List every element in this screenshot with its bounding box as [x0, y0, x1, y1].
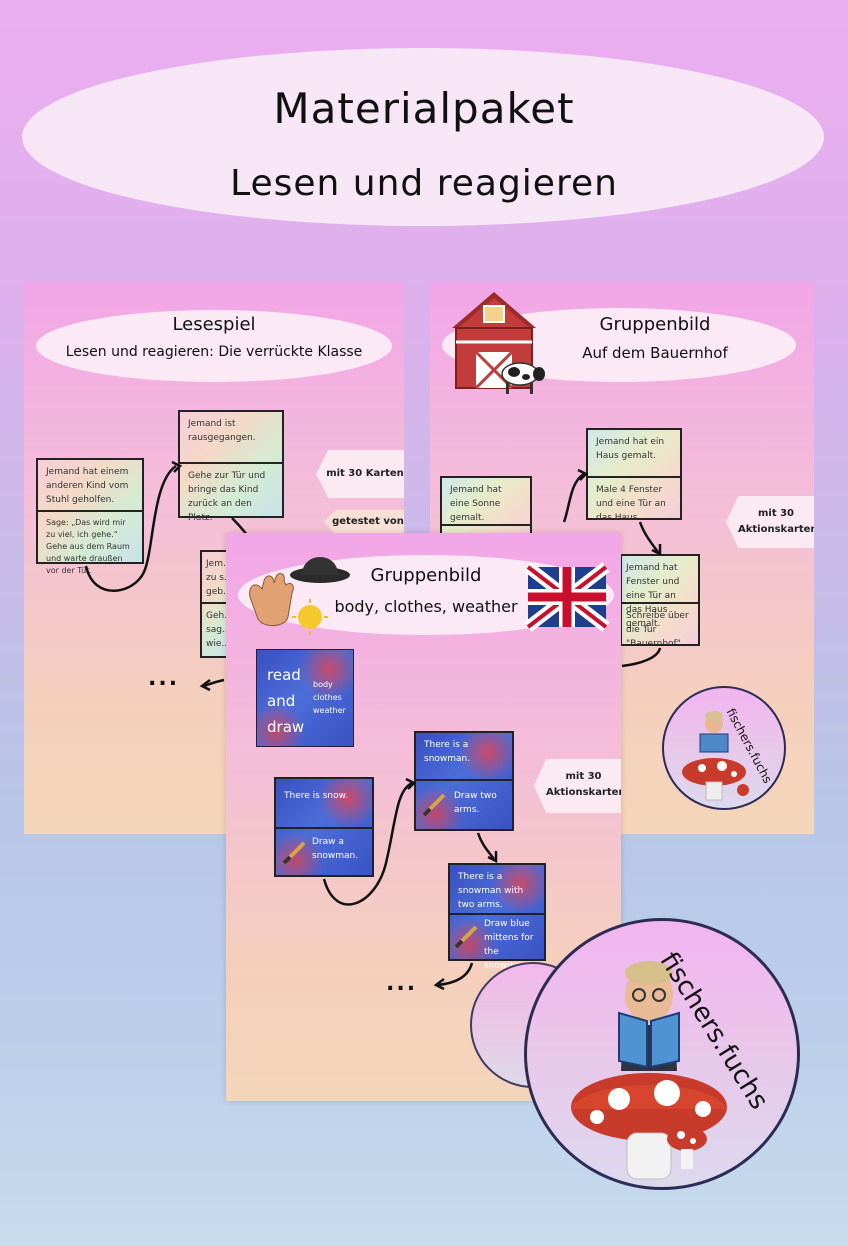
- title-oval: [22, 48, 824, 226]
- reading-card: Jemand hat einem anderen Kind vom Stuhl …: [36, 458, 144, 575]
- card-count-tag: mit 30 Aktionskarten: [534, 759, 621, 813]
- card-action: Sage: „Das wird mir zu viel, ich gehe.“ …: [38, 510, 142, 575]
- page-header-oval: [36, 310, 392, 382]
- page-subtitle: body, clothes, weather: [334, 597, 518, 616]
- card-action: Draw a snowman.: [276, 827, 372, 877]
- brush-icon: [422, 793, 446, 817]
- action-card: There is snow. Draw a snowman.: [274, 777, 374, 877]
- uk-flag-icon: [524, 562, 610, 632]
- hat-hand-sun-icons: [249, 557, 350, 635]
- action-card: Jemand hat Fenster und eine Tür an das H…: [620, 554, 700, 646]
- mushroom-reader-illustration: [571, 961, 727, 1180]
- card-question: Jemand hat ein Haus gemalt.: [596, 437, 665, 461]
- reading-card: Jemand ist rausgegangen. Gehe zur Tür un…: [178, 410, 284, 523]
- page-title: Gruppenbild: [370, 565, 482, 586]
- card-question: Jemand ist rausgegangen.: [188, 419, 256, 443]
- fischers-fuchs-logo: fischers.fuchs: [524, 918, 800, 1190]
- card-question: Jemand hat einem anderen Kind vom Stuhl …: [46, 467, 129, 505]
- mushroom-reader-illustration: [682, 711, 749, 801]
- action-card: There is a snowman with two arms. Draw b…: [448, 863, 546, 971]
- brush-icon: [282, 841, 306, 865]
- card-question: Jemand hat Fenster und eine Tür an das H…: [626, 563, 680, 629]
- page-title: Lesespiel: [172, 314, 256, 335]
- card-action: Geh... sag... wie...: [202, 602, 238, 656]
- arrow-connector: [562, 468, 662, 668]
- card-action: Gehe zur Tür und bringe das Kind zurück …: [180, 462, 282, 523]
- tested-tag: getestet von: [324, 510, 404, 534]
- arrow-connector: [322, 777, 498, 991]
- small-logo-badge: fischers.fuchs: [662, 686, 786, 810]
- card-action: Draw blue mittens for the snowman.: [450, 913, 544, 971]
- card-action: Draw two arms.: [416, 779, 512, 831]
- more-ellipsis: ...: [386, 971, 418, 996]
- page-title: Gruppenbild: [599, 314, 711, 335]
- main-title: Materialpaket: [273, 84, 575, 133]
- main-subtitle: Lesen und reagieren: [230, 163, 618, 204]
- page-subtitle: Auf dem Bauernhof: [582, 344, 728, 362]
- brush-icon: [454, 925, 478, 949]
- card-question: Jemand hat eine Sonne gemalt.: [450, 485, 502, 523]
- more-ellipsis: ...: [148, 666, 180, 691]
- action-card: There is a snowman. Draw two arms.: [414, 731, 514, 831]
- card-action: Schreibe über die Tür "Bauernhof": [622, 602, 698, 644]
- page-subtitle: Lesen und reagieren: Die verrückte Klass…: [65, 344, 363, 360]
- card-question: There is a snowman with two arms.: [458, 872, 524, 910]
- card-question: Jem... zu s... geb...: [206, 559, 233, 597]
- action-card: Jemand hat ein Haus gemalt. Male 4 Fenst…: [586, 428, 682, 523]
- card-count-tag: mit 30 Karten: [316, 450, 404, 498]
- card-question: There is snow.: [284, 791, 348, 801]
- card-action: Male 4 Fenster und eine Tür an das Haus: [588, 476, 680, 523]
- card-count-tag: mit 30 Aktionskarten: [726, 496, 814, 548]
- cow-icon: [501, 362, 545, 394]
- action-card: Jemand hat eine Sonne gemalt. Male recht…: [440, 476, 532, 542]
- card-question: There is a snowman.: [424, 740, 471, 764]
